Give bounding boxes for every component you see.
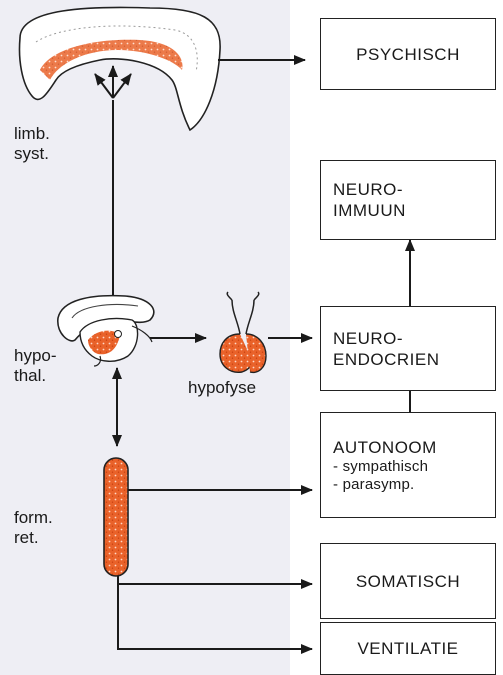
arrow-formret-ventilatie: [118, 584, 312, 649]
label-limbic-system: limb. syst.: [14, 124, 50, 164]
box-autonoom-sympathisch: - sympathisch: [333, 458, 495, 476]
box-somatisch: SOMATISCH: [320, 543, 496, 619]
box-autonoom-title: AUTONOOM: [333, 437, 495, 458]
box-ventilatie: VENTILATIE: [320, 622, 496, 675]
label-hypofyse: hypofyse: [188, 378, 256, 398]
formatio-reticularis-icon: [104, 458, 128, 576]
hypofyse-icon: [220, 292, 266, 372]
label-formatio-reticularis: form. ret.: [14, 508, 53, 548]
box-ventilatie-text: VENTILATIE: [357, 638, 458, 659]
box-somatisch-text: SOMATISCH: [356, 571, 460, 592]
limbic-system-icon: [20, 7, 221, 130]
box-neuroimmuun-text: NEURO- IMMUUN: [333, 179, 495, 221]
box-neuroendocrien-text: NEURO- ENDOCRIEN: [333, 328, 495, 370]
box-autonoom-parasymp: - parasymp.: [333, 476, 495, 494]
limbic-fork-arrows: [95, 66, 131, 98]
hypothalamus-icon: [58, 296, 154, 366]
box-neuroimmuun: NEURO- IMMUUN: [320, 160, 496, 240]
label-hypothalamus: hypo- thal.: [14, 346, 57, 386]
box-psychisch: PSYCHISCH: [320, 18, 496, 90]
box-autonoom: AUTONOOM - sympathisch - parasymp.: [320, 412, 496, 518]
arrow-formret-somatisch: [118, 576, 312, 584]
box-neuroendocrien: NEURO- ENDOCRIEN: [320, 306, 496, 391]
box-psychisch-text: PSYCHISCH: [356, 44, 460, 65]
